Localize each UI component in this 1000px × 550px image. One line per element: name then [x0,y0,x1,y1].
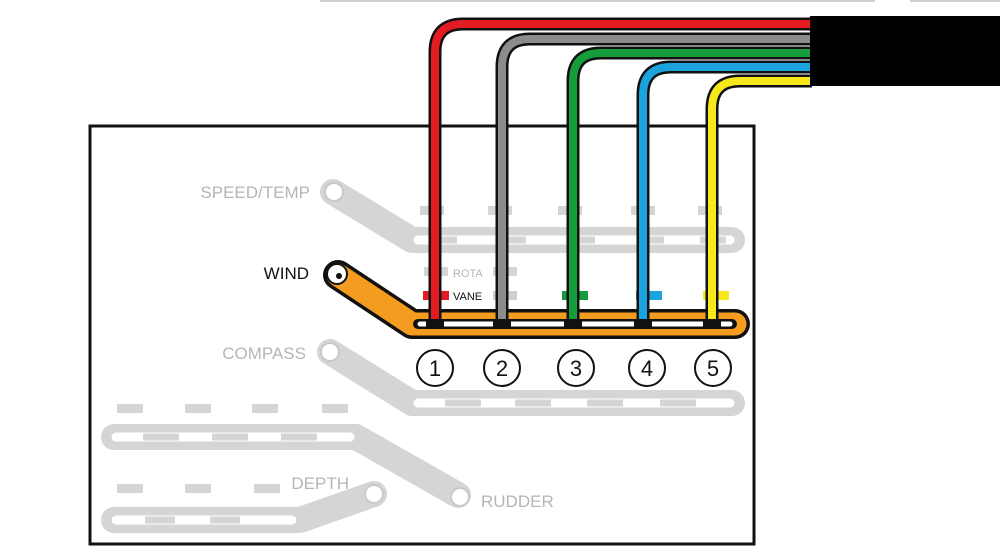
terminal-5: 5 [694,349,732,387]
rota-label: ROTA [453,268,483,280]
compass-label: COMPASS [222,344,306,363]
terminal-2: 2 [483,349,521,387]
depth-harness [101,481,387,533]
wind-harness [323,260,750,339]
rudder-harness [101,404,471,508]
vane-label: VANE [453,291,482,303]
cable-jacket [810,16,1000,86]
terminal-3-label: 3 [570,356,582,381]
cable-wires [428,17,812,322]
terminal-1-label: 1 [429,356,441,381]
terminal-5-label: 5 [707,356,719,381]
wire-blue [636,60,812,322]
depth-label: DEPTH [291,474,349,493]
speed-temp-sensor-icon [324,182,344,202]
wind-label: WIND [264,264,309,283]
wire-yellow [705,74,812,322]
terminal-4-label: 4 [641,356,653,381]
speed-temp-label: SPEED/TEMP [200,183,310,202]
compass-harness [317,339,745,416]
rudder-sensor-icon [450,487,470,507]
compass-sensor-icon [320,342,340,362]
rudder-label: RUDDER [481,492,554,511]
wire-red [428,17,812,322]
terminal-numbers: 1 2 3 4 5 [416,349,732,387]
terminal-4: 4 [628,349,666,387]
wire-grey [495,32,812,322]
depth-sensor-icon [364,484,384,504]
terminal-1: 1 [416,349,454,387]
terminal-screws [426,319,721,327]
wire-green [566,46,812,322]
terminal-2-label: 2 [496,356,508,381]
terminal-3: 3 [557,349,595,387]
